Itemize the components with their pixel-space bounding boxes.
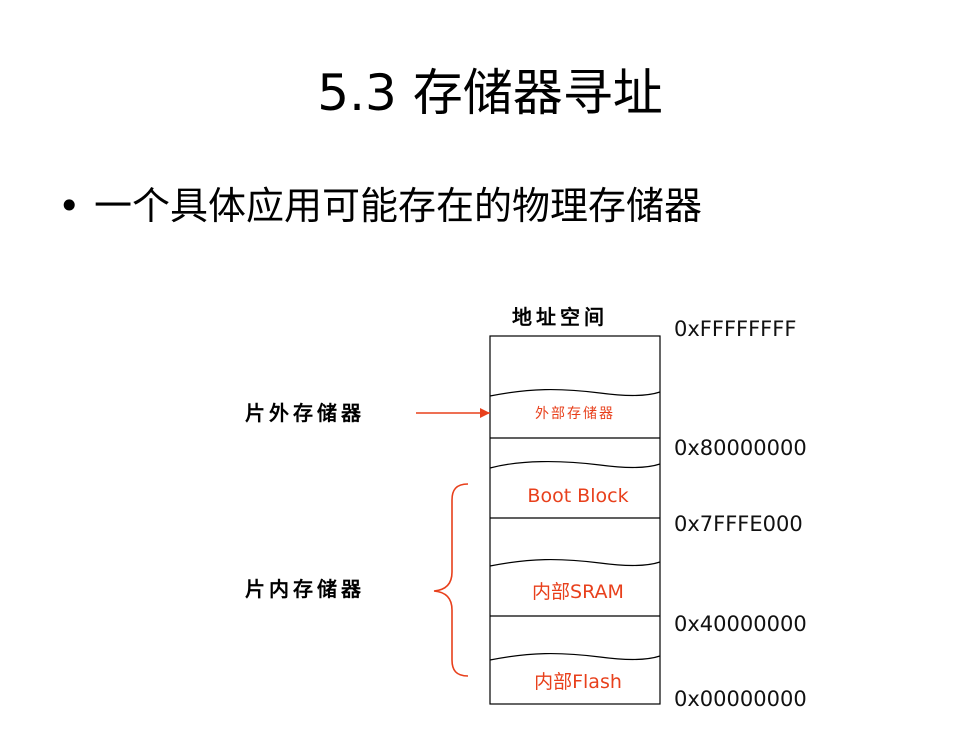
region-boot-block: Boot Block	[527, 485, 628, 507]
bullet-item: • 一个具体应用可能存在的物理存储器	[58, 178, 702, 234]
break-line-1	[489, 388, 661, 397]
region-internal-sram: 内部SRAM	[532, 581, 624, 603]
bullet-text: 一个具体应用可能存在的物理存储器	[94, 184, 703, 228]
slide-title: 5.3 存储器寻址	[317, 64, 663, 122]
break-line-3	[489, 558, 661, 567]
region-internal-flash: 内部Flash	[534, 671, 622, 693]
region-external-memory: 外部存储器	[535, 406, 615, 422]
address-top: 0xFFFFFFFF	[674, 317, 796, 341]
address-sram-start: 0x40000000	[674, 612, 807, 636]
break-line-2	[489, 460, 661, 469]
brace-icon	[433, 483, 469, 677]
address-flash-start: 0x00000000	[674, 687, 807, 711]
address-ext-start: 0x80000000	[674, 436, 807, 460]
bullet-symbol: •	[58, 184, 81, 228]
arrow-head-icon	[480, 408, 490, 418]
external-memory-label: 片外存储器	[245, 401, 365, 425]
address-space-header: 地址空间	[512, 305, 608, 329]
break-line-4	[489, 652, 661, 661]
address-boot-start: 0x7FFFE000	[674, 512, 803, 536]
memory-column	[489, 335, 661, 705]
internal-memory-label: 片内存储器	[245, 577, 365, 601]
